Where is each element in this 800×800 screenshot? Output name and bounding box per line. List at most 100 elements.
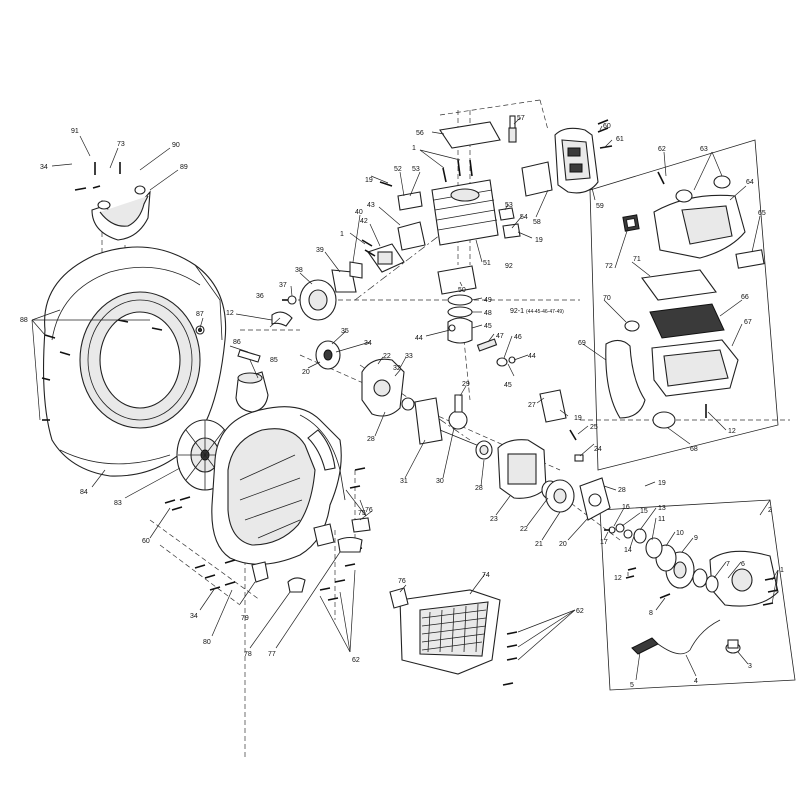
ring-part-7: [692, 568, 708, 588]
callout-63: 63: [700, 146, 708, 153]
piston-part-45: [447, 317, 473, 344]
filter-base-part-67: [651, 339, 739, 397]
callout-35: 35: [341, 328, 349, 335]
callout-51: 51: [483, 260, 491, 267]
tube-part-85: [235, 371, 269, 413]
callout-34-b: 34: [190, 613, 198, 620]
callout-10: 10: [676, 530, 684, 537]
callout-71: 71: [633, 256, 641, 263]
crankcase-part-23: [497, 439, 547, 499]
callout-43: 43: [367, 202, 375, 209]
callout-80: 80: [203, 639, 211, 646]
callout-60-a: 60: [142, 538, 150, 545]
callout-2: 2: [768, 507, 772, 514]
callout-47: 47: [496, 333, 504, 340]
callout-54: 54: [520, 214, 528, 221]
callout-25: 25: [590, 424, 598, 431]
ignition-coil-part-27: [539, 389, 567, 423]
pin-part-47: [476, 338, 498, 352]
callout-3: 3: [748, 663, 752, 670]
callout-73: 73: [117, 141, 125, 148]
callout-89: 89: [180, 164, 188, 171]
callout-12-b: 12: [614, 575, 622, 582]
clamp-part-86: [237, 349, 261, 363]
kit-contents: (44-45-46-47-49): [526, 309, 564, 315]
callout-45-b: 45: [504, 382, 512, 389]
callout-49: 49: [484, 297, 492, 304]
callout-76-b: 76: [398, 578, 406, 585]
callout-20-a: 20: [302, 369, 310, 376]
callout-77: 77: [268, 651, 276, 658]
callout-12-c: 12: [728, 428, 736, 435]
callout-68: 68: [690, 446, 698, 453]
label-part-65: [735, 249, 765, 269]
callout-22-a: 22: [383, 353, 391, 360]
callout-8: 8: [649, 610, 653, 617]
callout-58: 58: [533, 219, 541, 226]
leader-lines: [31, 117, 779, 681]
callout-86: 86: [233, 339, 241, 346]
seal-part-72: [622, 214, 640, 232]
callout-37: 37: [279, 282, 287, 289]
callout-19-b: 19: [535, 237, 543, 244]
air-filter-group-frame: [589, 139, 779, 471]
cylinder-part-51: [431, 179, 499, 246]
drum-part-21: [545, 479, 575, 513]
cover-plate-part-56: [439, 121, 501, 149]
ring-part-6: [705, 575, 719, 593]
callout-38: 38: [295, 267, 303, 274]
callout-11: 11: [658, 516, 665, 523]
callout-88: 88: [20, 317, 28, 324]
callout-4: 4: [694, 678, 698, 685]
callout-24: 24: [594, 446, 602, 453]
callout-33: 33: [405, 353, 413, 360]
cap-part-68: [652, 411, 676, 429]
callout-1-c: 1: [780, 567, 784, 574]
scroll-housing-front-part-80: [211, 406, 346, 565]
impeller-screws-60: [164, 496, 191, 511]
callout-70: 70: [603, 295, 611, 302]
spring-part-8: [659, 593, 671, 599]
callout-9: 9: [694, 535, 698, 542]
callout-52: 52: [394, 166, 402, 173]
handle-part-5: [631, 637, 659, 655]
callout-56: 56: [416, 130, 424, 137]
shroud-part-74: [399, 589, 501, 675]
spring-part-25: [569, 429, 577, 441]
callout-15: 15: [640, 508, 648, 515]
flywheel-part-38: [299, 279, 337, 321]
ring-part-48: [447, 306, 473, 318]
callout-53-a: 53: [412, 166, 420, 173]
spark-plug-part-57: [508, 115, 517, 143]
callout-48: 48: [484, 310, 492, 317]
callout-30: 30: [436, 478, 444, 485]
muffler-part-59: [554, 127, 599, 194]
callout-76-a: 76: [365, 507, 373, 514]
callout-74: 74: [482, 572, 490, 579]
clip-part-24: [574, 454, 584, 462]
disc-part-11: [645, 537, 663, 559]
callout-67: 67: [744, 319, 752, 326]
grommet-87: [195, 325, 205, 335]
callout-91: 91: [71, 128, 79, 135]
muffler-screws: [597, 119, 613, 149]
callout-19-d: 19: [658, 480, 666, 487]
callout-22-b: 22: [520, 526, 528, 533]
callout-17: 17: [600, 539, 608, 546]
callout-72: 72: [605, 263, 613, 270]
callout-92: 92: [505, 263, 513, 270]
pawl-part-36: [271, 311, 293, 327]
callout-87: 87: [196, 311, 204, 318]
callout-34-a: 34: [40, 164, 48, 171]
boot-part-76b: [389, 587, 409, 609]
callout-42: 42: [360, 218, 368, 225]
callout-16: 16: [622, 504, 630, 511]
callout-85: 85: [270, 357, 278, 364]
washer-part-13: [633, 528, 647, 544]
filter-element-part-66: [649, 303, 725, 339]
callout-57: 57: [517, 115, 525, 122]
callout-labels: 91 73 90 34 89 88 87 86 85 84 83 60 34 8…: [20, 115, 784, 689]
housing-screws-88: [41, 319, 163, 421]
callout-90: 90: [172, 142, 180, 149]
